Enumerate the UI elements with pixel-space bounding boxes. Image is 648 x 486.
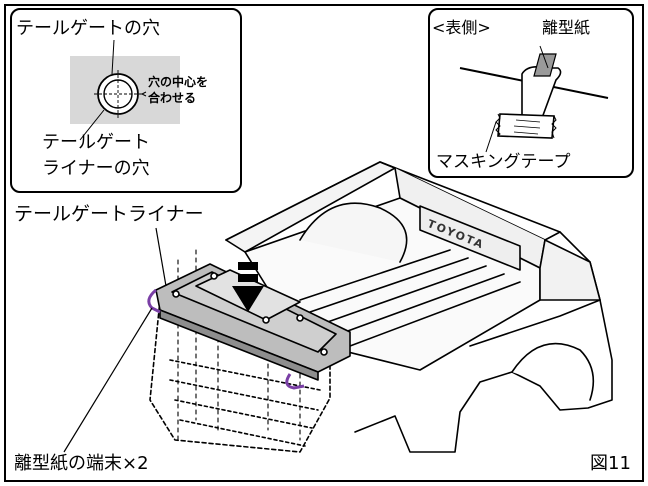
release-paper-label: 離型紙 — [542, 18, 591, 37]
liner-hole-label-line1: テールゲート — [42, 132, 150, 153]
hole-alignment-diagram — [70, 39, 180, 141]
release-paper-end-right — [285, 373, 305, 390]
liner-hole-label-line2: ライナーの穴 — [42, 158, 150, 179]
release-paper-detail-box: <表側> 離型紙 マスキングテープ — [428, 8, 634, 178]
masking-tape-label: マスキングテープ — [436, 152, 571, 172]
align-center-note-line1: 穴の中心を — [148, 75, 209, 89]
front-side-label: <表側> — [432, 18, 491, 37]
tailgate-hole-label: テールゲートの穴 — [16, 18, 160, 39]
release-paper-end-left — [147, 288, 161, 314]
paper-end-label: 離型紙の端末×2 — [14, 453, 149, 474]
liner-leader-line — [155, 227, 167, 287]
paper-end-leader-line — [63, 307, 153, 453]
tailgate-liner-label: テールゲートライナー — [14, 203, 204, 225]
figure-number: 図11 — [590, 453, 631, 474]
tailgate-hole-detail-box: テールゲートの穴 穴の中心を 合わせる テールゲート ライナーの穴 — [10, 8, 242, 193]
figure-frame — [4, 4, 644, 482]
press-arrow-icon — [232, 262, 264, 312]
align-center-note-line2: 合わせる — [148, 91, 197, 105]
masking-tape-diagram — [459, 45, 609, 153]
